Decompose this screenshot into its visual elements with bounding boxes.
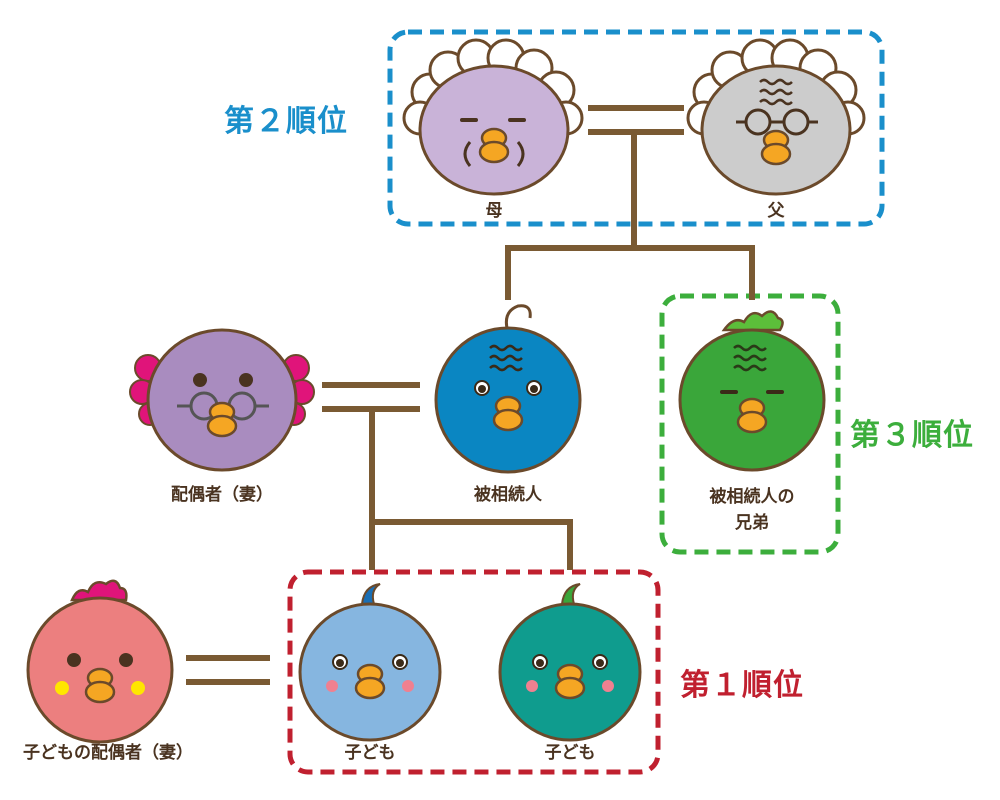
spouse-character — [129, 328, 315, 472]
father-character — [686, 38, 866, 196]
spouse-face — [146, 328, 298, 472]
father-label: 父 — [767, 201, 785, 221]
first-rank-box — [287, 569, 661, 775]
mother-label: 母 — [485, 201, 503, 221]
child2-label: 子ども — [544, 743, 596, 763]
child-spouse-character — [26, 579, 174, 744]
child-spouse-label: 子どもの配偶者（妻） — [23, 743, 193, 763]
relationship-lines — [186, 105, 755, 685]
mother-character — [402, 38, 584, 196]
decedent-character — [434, 304, 582, 474]
first-rank-label: 第１順位 — [680, 668, 804, 703]
child1-label: 子ども — [344, 743, 396, 763]
child2-character — [498, 583, 642, 742]
third-rank-label: 第３順位 — [850, 418, 974, 453]
second-rank-box — [387, 29, 885, 227]
sibling-character — [678, 310, 826, 472]
spouse-label: 配偶者（妻） — [171, 485, 273, 505]
siblings-bracket — [505, 245, 755, 300]
children-bracket — [372, 519, 573, 570]
second-rank-label: 第２順位 — [224, 104, 348, 139]
child1-character — [298, 583, 442, 742]
sibling-label-line2: 兄弟 — [735, 513, 769, 533]
sibling-label-line1: 被相続人の — [709, 487, 795, 507]
decedent-label: 被相続人 — [474, 485, 542, 505]
